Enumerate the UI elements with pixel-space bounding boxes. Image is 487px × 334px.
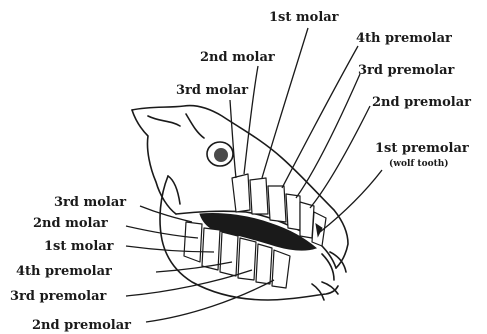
upper-tooth <box>268 186 286 222</box>
label-upper-4th-premolar: 4th premolar <box>356 31 452 46</box>
lower-tooth <box>184 222 202 262</box>
occipital-outline <box>132 110 176 214</box>
label-wolf-tooth-note: (wolf tooth) <box>389 158 449 169</box>
label-upper-2nd-molar: 2nd molar <box>200 50 275 65</box>
mandible-ramus <box>168 176 180 204</box>
label-upper-1st-molar: 1st molar <box>269 10 339 25</box>
upper-tooth <box>286 194 300 230</box>
upper-tooth <box>232 174 250 212</box>
lower-tooth <box>272 250 290 288</box>
label-lower-2nd-premolar: 2nd premolar <box>32 318 131 333</box>
cranium-ridge <box>148 114 204 138</box>
lower-labels: 3rd molar 2nd molar 1st molar 4th premol… <box>10 195 131 333</box>
leader-upper-2nd-premolar <box>310 106 370 208</box>
label-lower-2nd-molar: 2nd molar <box>33 216 108 231</box>
upper-tooth <box>300 202 314 238</box>
eye <box>214 148 228 162</box>
upper-incisors <box>322 252 346 280</box>
upper-tooth <box>250 178 268 214</box>
lower-tooth <box>202 228 220 270</box>
label-lower-3rd-premolar: 3rd premolar <box>10 289 107 304</box>
leader-lower-2nd-premolar <box>146 280 274 322</box>
leader-upper-4th-premolar <box>282 46 358 188</box>
label-upper-3rd-premolar: 3rd premolar <box>358 63 455 78</box>
lower-tooth <box>220 232 238 276</box>
lower-tooth <box>256 244 272 284</box>
label-lower-1st-molar: 1st molar <box>44 239 114 254</box>
upper-labels: 1st molar 2nd molar 3rd molar 4th premol… <box>176 10 471 169</box>
label-upper-3rd-molar: 3rd molar <box>176 83 248 98</box>
label-lower-4th-premolar: 4th premolar <box>16 264 112 279</box>
label-lower-3rd-molar: 3rd molar <box>54 195 126 210</box>
leader-upper-3rd-premolar <box>296 74 360 198</box>
label-upper-2nd-premolar: 2nd premolar <box>372 95 471 110</box>
label-upper-1st-premolar: 1st premolar <box>375 141 469 156</box>
leader-upper-3rd-molar <box>230 100 236 178</box>
